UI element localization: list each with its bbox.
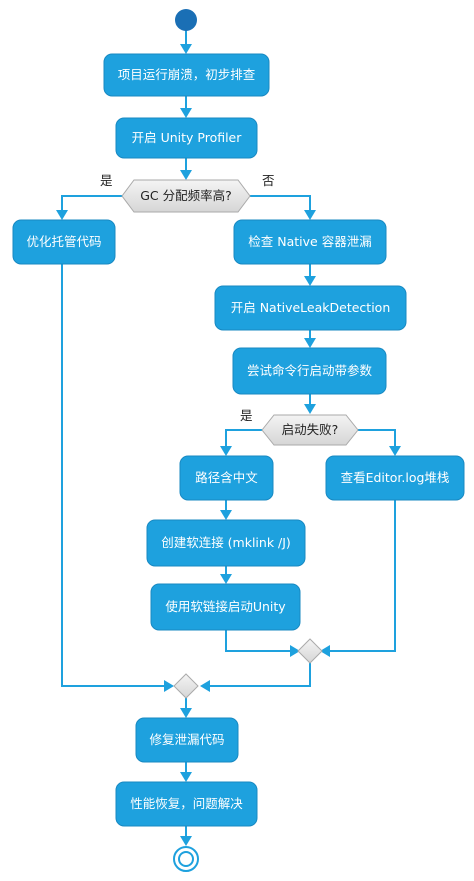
edge-d1-n3 bbox=[61, 195, 122, 212]
arrow-m2-m1 bbox=[200, 680, 210, 692]
arrow-n8-m2 bbox=[320, 645, 330, 657]
merge-node-inner bbox=[297, 638, 323, 664]
edge-m2-m1 bbox=[208, 663, 311, 687]
edges bbox=[56, 30, 401, 846]
activity-node-7-label: 路径含中文 bbox=[195, 470, 258, 485]
edge-n8-m2 bbox=[328, 500, 396, 652]
arrow-start-n1 bbox=[180, 44, 192, 54]
end-node bbox=[173, 846, 199, 872]
decision-gc-frequency-label: GC 分配频率高? bbox=[140, 188, 232, 203]
merge-node-outer bbox=[173, 673, 199, 699]
activity-node-2: 开启 Unity Profiler bbox=[115, 117, 258, 159]
arrow-n2-d1 bbox=[180, 170, 192, 180]
edge-d2-n8 bbox=[358, 429, 396, 448]
activity-node-11: 修复泄漏代码 bbox=[135, 717, 239, 763]
activity-node-6-label: 尝试命令行启动带参数 bbox=[247, 363, 373, 378]
arrow-n3-m1 bbox=[164, 680, 174, 692]
activity-node-4-label: 检查 Native 容器泄漏 bbox=[248, 234, 371, 249]
activity-node-3-label: 优化托管代码 bbox=[26, 234, 101, 249]
activity-node-12: 性能恢复，问题解决 bbox=[115, 781, 258, 827]
decision-gc-yes-label: 是 bbox=[100, 173, 113, 188]
decision-gc-frequency: GC 分配频率高? bbox=[121, 179, 251, 213]
arrow-n7-n9 bbox=[220, 510, 232, 520]
arrow-d2-n7 bbox=[220, 446, 232, 456]
edge-d1-n4 bbox=[250, 195, 311, 212]
activity-node-1-label: 项目运行崩溃，初步排查 bbox=[118, 67, 256, 82]
arrow-n11-n12 bbox=[180, 772, 192, 782]
arrow-d1-n4 bbox=[304, 210, 316, 220]
activity-node-4: 检查 Native 容器泄漏 bbox=[233, 219, 387, 265]
activity-node-2-label: 开启 Unity Profiler bbox=[132, 130, 243, 145]
arrow-n1-n2 bbox=[180, 108, 192, 118]
arrow-d2-n8 bbox=[389, 446, 401, 456]
activity-node-1: 项目运行崩溃，初步排查 bbox=[103, 53, 270, 97]
decision-startup-yes-label: 是 bbox=[240, 408, 253, 423]
edge-n10-m2 bbox=[225, 630, 292, 652]
activity-node-11-label: 修复泄漏代码 bbox=[149, 732, 224, 747]
activity-node-10-label: 使用软链接启动Unity bbox=[165, 599, 286, 614]
activity-node-5-label: 开启 NativeLeakDetection bbox=[231, 300, 391, 315]
activity-node-9-label: 创建软连接 (mklink /J) bbox=[161, 535, 291, 550]
decision-startup-failed-label: 启动失败? bbox=[282, 422, 339, 437]
edge-d2-n7 bbox=[225, 429, 262, 448]
activity-node-10: 使用软链接启动Unity bbox=[150, 583, 301, 631]
activity-node-8: 查看Editor.log堆栈 bbox=[325, 455, 465, 501]
arrow-n6-d2 bbox=[304, 404, 316, 414]
activity-node-3: 优化托管代码 bbox=[12, 219, 116, 265]
arrow-n4-n5 bbox=[304, 276, 316, 286]
activity-node-6: 尝试命令行启动带参数 bbox=[232, 347, 387, 395]
arrow-n9-n10 bbox=[220, 574, 232, 584]
arrow-n5-n6 bbox=[304, 338, 316, 348]
decision-startup-failed: 启动失败? bbox=[261, 414, 359, 446]
arrow-d1-n3 bbox=[56, 210, 68, 220]
decision-gc-no-label: 否 bbox=[262, 173, 275, 188]
activity-node-7: 路径含中文 bbox=[179, 455, 274, 501]
activity-node-5: 开启 NativeLeakDetection bbox=[214, 285, 407, 331]
activity-node-12-label: 性能恢复，问题解决 bbox=[130, 796, 243, 811]
arrow-n12-end bbox=[180, 836, 192, 846]
activity-node-9: 创建软连接 (mklink /J) bbox=[146, 519, 306, 567]
activity-node-8-label: 查看Editor.log堆栈 bbox=[341, 470, 450, 485]
arrow-n10-m2 bbox=[290, 645, 300, 657]
arrow-m1-n11 bbox=[180, 708, 192, 718]
start-node bbox=[175, 9, 197, 31]
edge-n3-m1 bbox=[61, 264, 164, 687]
